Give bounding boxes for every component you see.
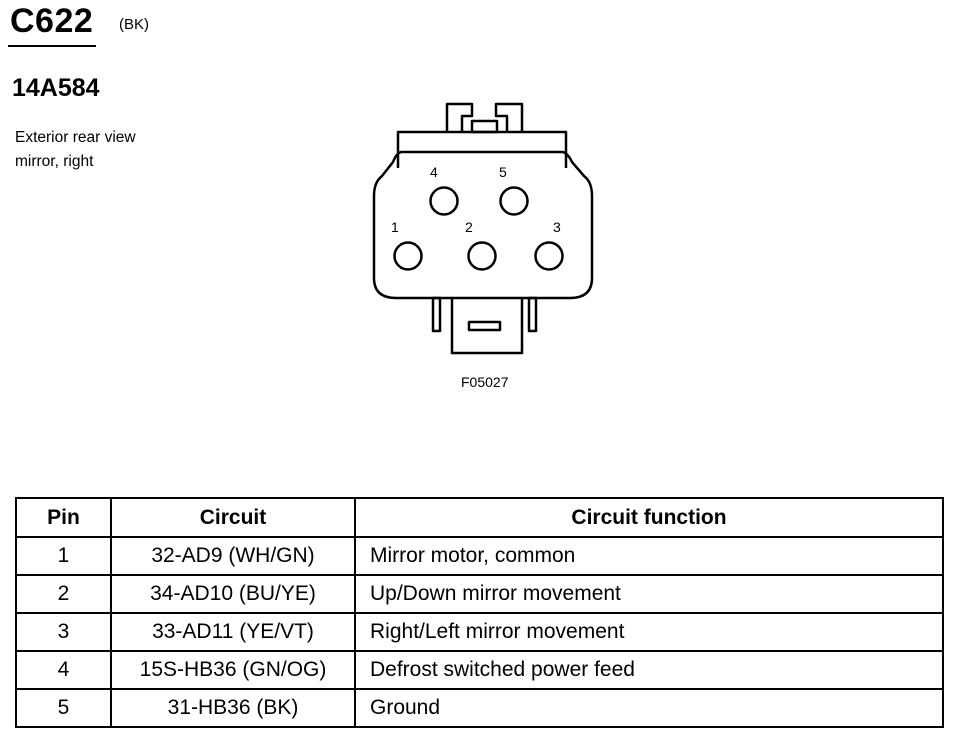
cell-function: Defrost switched power feed (354, 650, 944, 690)
cell-pin: 5 (15, 688, 112, 728)
column-header-circuit: Circuit (110, 497, 356, 538)
connector-latch (494, 102, 524, 132)
table-row: 2 34-AD10 (BU/YE) Up/Down mirror movemen… (15, 574, 944, 614)
cell-circuit: 31-HB36 (BK) (110, 688, 356, 728)
connector-leg (431, 296, 442, 333)
cell-function: Mirror motor, common (354, 536, 944, 576)
cell-circuit: 15S-HB36 (GN/OG) (110, 650, 356, 690)
table-row: 3 33-AD11 (YE/VT) Right/Left mirror move… (15, 612, 944, 652)
table-row: 1 32-AD9 (WH/GN) Mirror motor, common (15, 536, 944, 576)
description-line: Exterior rear view (15, 129, 136, 146)
table-row: 4 15S-HB36 (GN/OG) Defrost switched powe… (15, 650, 944, 690)
connector-latch (445, 102, 474, 132)
figure-code: F05027 (461, 374, 509, 390)
cell-function: Right/Left mirror movement (354, 612, 944, 652)
connector-face-diagram: 1 2 3 4 5 (372, 102, 594, 355)
pin-label: 2 (465, 219, 473, 235)
pin-cavity-5 (499, 186, 529, 216)
cell-pin: 2 (15, 574, 112, 614)
component-description: Exterior rear view mirror, right (15, 126, 215, 174)
cell-pin: 3 (15, 612, 112, 652)
cell-circuit: 32-AD9 (WH/GN) (110, 536, 356, 576)
column-header-pin: Pin (15, 497, 112, 538)
connector-leg (527, 296, 538, 333)
pinout-table: Pin Circuit Circuit function 1 32-AD9 (W… (15, 497, 944, 728)
cell-pin: 1 (15, 536, 112, 576)
connector-shell (396, 130, 568, 168)
connector-id: C622 (10, 2, 94, 40)
pin-cavity-4 (429, 186, 459, 216)
connector-color: (BK) (119, 16, 149, 33)
cell-circuit: 34-AD10 (BU/YE) (110, 574, 356, 614)
part-number: 14A584 (12, 74, 100, 102)
table-row: 5 31-HB36 (BK) Ground (15, 688, 944, 728)
connector-key-slot (467, 320, 502, 332)
pin-cavity-1 (393, 241, 423, 271)
cell-function: Ground (354, 688, 944, 728)
pin-cavity-3 (534, 241, 564, 271)
cell-function: Up/Down mirror movement (354, 574, 944, 614)
cell-pin: 4 (15, 650, 112, 690)
cell-circuit: 33-AD11 (YE/VT) (110, 612, 356, 652)
pin-label: 1 (391, 219, 399, 235)
pin-cavity-2 (467, 241, 497, 271)
column-header-function: Circuit function (354, 497, 944, 538)
pin-label: 5 (499, 164, 507, 180)
connector-latch-tab (470, 119, 499, 134)
connector-id-underline (8, 45, 96, 47)
pin-label: 4 (430, 164, 438, 180)
table-header-row: Pin Circuit Circuit function (15, 497, 944, 538)
pin-label: 3 (553, 219, 561, 235)
connector-key (450, 298, 524, 355)
description-line: mirror, right (15, 153, 94, 170)
connector-body (372, 150, 594, 300)
